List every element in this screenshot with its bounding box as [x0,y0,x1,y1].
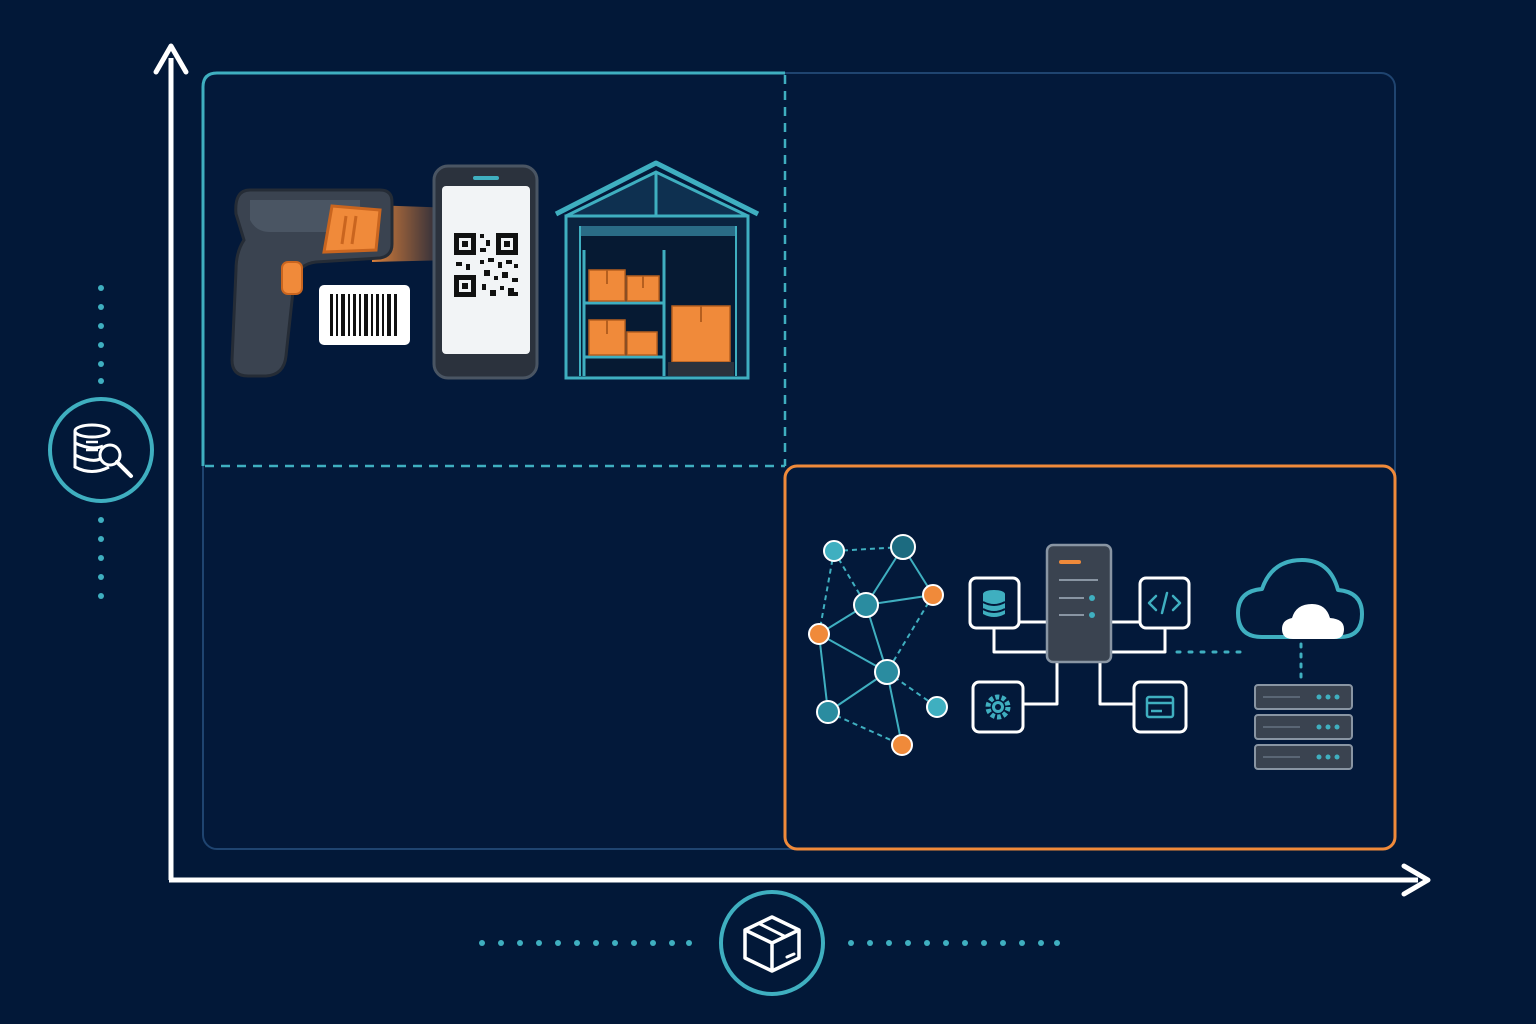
server-icon [1045,543,1113,664]
database-search-icon [48,397,154,503]
code-node-icon [1138,576,1191,630]
network-node [891,734,913,756]
y-axis-dots-bottom [98,517,104,599]
network-graph-icon [808,534,948,756]
network-node [874,659,900,685]
barcode-label-icon [319,285,410,345]
network-node [926,696,948,718]
y-axis-arrowhead [153,43,189,75]
network-node [853,592,879,618]
network-node [808,623,830,645]
x-axis-dots-left [479,940,692,946]
quadrant-top-left-border [201,71,785,466]
network-node [922,584,944,606]
server-rack-icon [1254,684,1353,770]
interface-node-icon [1132,680,1188,734]
network-node [823,540,845,562]
system-connectors [992,620,1167,706]
database-node-icon [968,576,1021,630]
warehouse-icon [554,160,760,380]
y-axis [153,43,189,880]
y-axis-dots-top [98,285,104,384]
x-axis-dots-right [848,940,1060,946]
settings-node-icon [971,680,1025,734]
cloud-icon [1236,558,1364,639]
network-node [816,700,840,724]
package-box-icon [719,890,825,996]
quadrant-top-left [201,71,787,468]
smartphone-qr-icon [432,164,539,380]
x-axis-arrowhead [1401,863,1431,897]
network-node [890,534,916,560]
x-axis [169,863,1431,897]
